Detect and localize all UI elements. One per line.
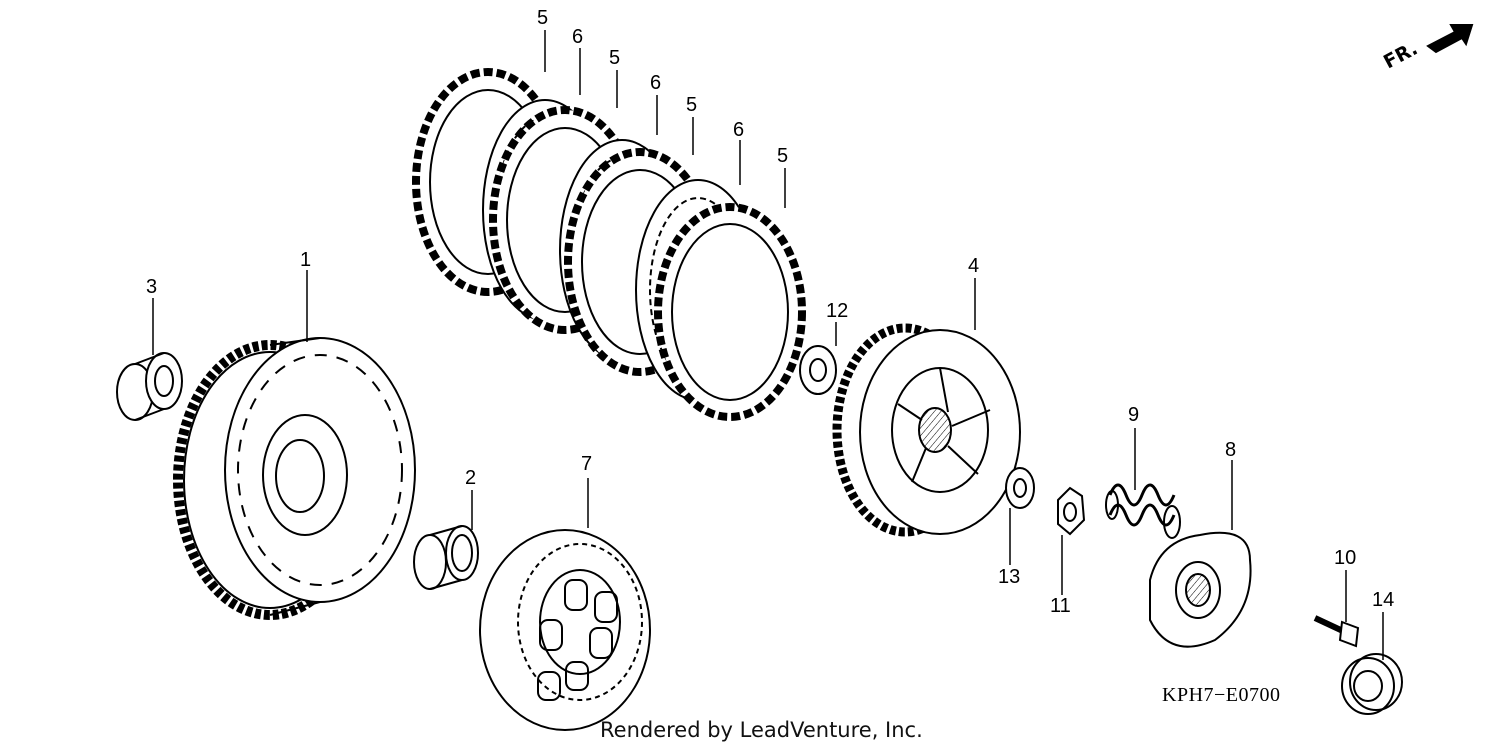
callout-2: 2 bbox=[465, 467, 477, 489]
callout-3: 3 bbox=[146, 276, 158, 298]
callout-10: 10 bbox=[1334, 547, 1357, 569]
callout-14: 14 bbox=[1372, 589, 1395, 611]
callout-7: 7 bbox=[581, 453, 593, 475]
callout-4: 4 bbox=[968, 255, 980, 277]
part-12-washer bbox=[799, 345, 837, 395]
callout-13: 13 bbox=[998, 566, 1021, 588]
part-8-lifter-plate bbox=[1149, 531, 1252, 648]
part-4-clutch-center bbox=[832, 323, 1021, 537]
diagram-code: KPH7−E0700 bbox=[1162, 684, 1281, 706]
part-1-clutch-outer bbox=[173, 337, 416, 620]
callout-11: 11 bbox=[1050, 595, 1071, 617]
callout-6c: 6 bbox=[733, 119, 745, 141]
callout-5b: 5 bbox=[609, 47, 621, 69]
part-9-spring bbox=[1105, 483, 1181, 539]
plate-stack bbox=[412, 68, 806, 421]
callout-5a: 5 bbox=[537, 7, 549, 29]
watermark-text: Rendered by LeadVenture, Inc. bbox=[600, 718, 923, 742]
part-14-bearing bbox=[1341, 653, 1403, 715]
callout-8: 8 bbox=[1225, 439, 1237, 461]
callout-5d: 5 bbox=[777, 145, 789, 167]
callout-9: 9 bbox=[1128, 404, 1140, 426]
callout-1: 1 bbox=[300, 249, 312, 271]
callout-5c: 5 bbox=[686, 94, 698, 116]
front-direction-arrow-icon bbox=[1426, 24, 1474, 54]
part-2-sleeve bbox=[413, 525, 479, 590]
callout-6a: 6 bbox=[572, 26, 584, 48]
part-13-washer bbox=[1005, 467, 1035, 509]
leader-lines bbox=[152, 30, 1384, 660]
part-11-locknut bbox=[1057, 486, 1086, 536]
callout-6b: 6 bbox=[650, 72, 662, 94]
part-3-bearing bbox=[116, 352, 183, 421]
callout-12: 12 bbox=[826, 300, 849, 322]
part-7-pressure-plate bbox=[479, 529, 651, 731]
part-10-bolt bbox=[1313, 615, 1360, 648]
